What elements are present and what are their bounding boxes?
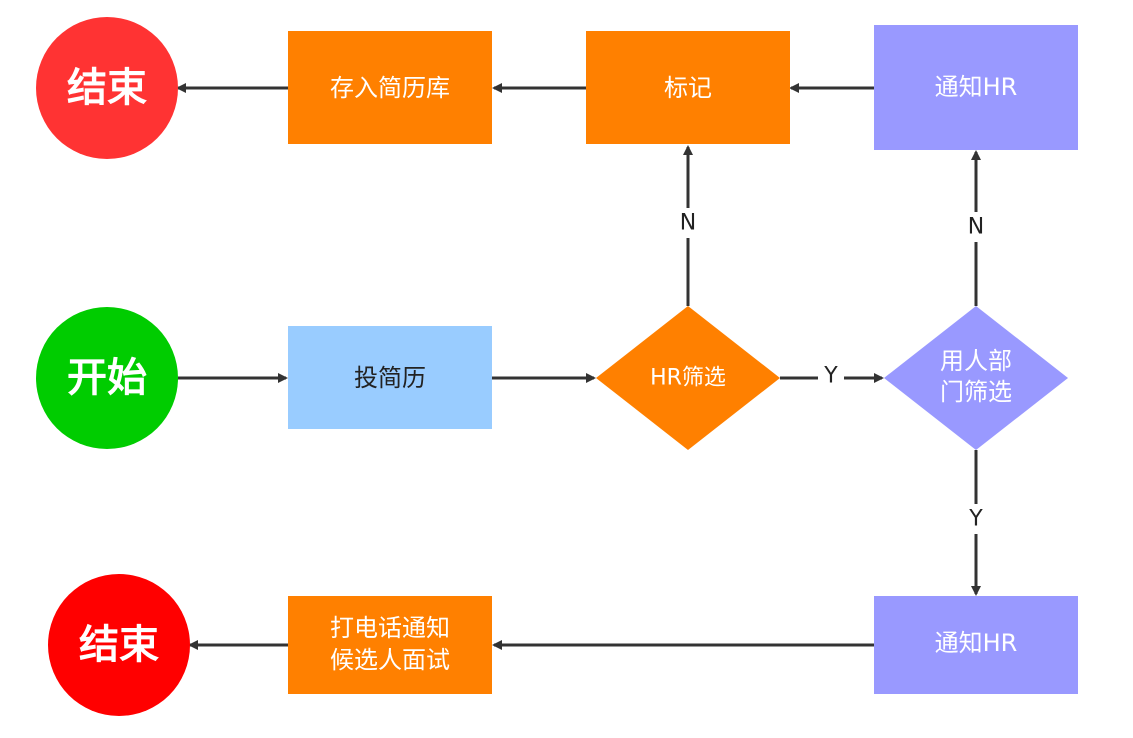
node-call: 打电话通知 候选人面试 <box>288 596 492 694</box>
edge-label-bg-hr-y <box>818 364 844 392</box>
call-label-line1: 打电话通知 <box>330 614 450 642</box>
edge-label-bg-dept-y <box>964 504 988 534</box>
dept-screen-label-line1: 用人部 <box>940 347 1012 375</box>
store-label: 存入简历库 <box>330 74 450 102</box>
call-box <box>288 596 492 694</box>
node-store: 存入简历库 <box>288 31 492 144</box>
mark-box <box>586 31 790 144</box>
end-top-circle <box>36 17 178 159</box>
node-notify-hr-top: 通知HR <box>874 25 1078 150</box>
node-mark: 标记 <box>586 31 790 144</box>
mark-label: 标记 <box>664 74 712 102</box>
end-bottom-label: 结束 <box>79 622 159 668</box>
edge-label-hr-n: N <box>680 211 696 236</box>
submit-box <box>288 326 492 429</box>
node-end-bottom: 结束 <box>48 574 190 716</box>
node-submit: 投简历 <box>288 326 492 429</box>
dept-screen-label-line2: 门筛选 <box>940 378 1012 406</box>
edge-label-bg-dept-n <box>964 212 988 242</box>
edge-labels: N Y N Y <box>676 208 988 534</box>
edge-label-bg-hr-n <box>676 208 700 238</box>
notify-hr-top-label: 通知HR <box>935 73 1018 101</box>
notify-hr-bottom-label: 通知HR <box>935 629 1018 657</box>
start-label: 开始 <box>67 355 147 401</box>
notify-hr-bottom-box <box>874 596 1078 694</box>
call-label-line2: 候选人面试 <box>330 646 450 674</box>
dept-screen-diamond <box>884 306 1068 450</box>
node-notify-hr-bottom: 通知HR <box>874 596 1078 694</box>
node-hr-screen: HR筛选 <box>596 306 780 450</box>
submit-label: 投简历 <box>354 364 426 392</box>
end-top-label: 结束 <box>67 65 147 111</box>
edge-label-dept-n: N <box>968 215 984 240</box>
hr-screen-diamond <box>596 306 780 450</box>
notify-hr-top-box <box>874 25 1078 150</box>
node-end-top: 结束 <box>36 17 178 159</box>
edge-label-dept-y: Y <box>968 507 983 532</box>
end-bottom-circle <box>48 574 190 716</box>
start-circle <box>36 307 178 449</box>
node-start: 开始 <box>36 307 178 449</box>
edge-label-hr-y: Y <box>823 364 838 389</box>
hr-screen-label: HR筛选 <box>650 366 726 391</box>
node-dept-screen: 用人部 门筛选 <box>884 306 1068 450</box>
store-box <box>288 31 492 144</box>
